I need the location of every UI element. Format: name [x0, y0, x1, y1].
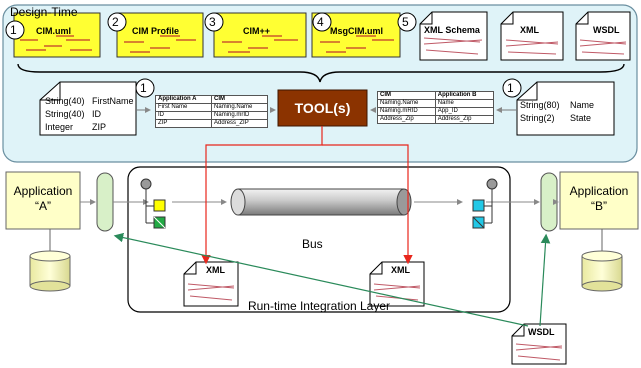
table-row: ZIP Address_ZIP: [154, 119, 268, 128]
runtime-xml-right-label: XML: [391, 265, 410, 275]
database-a: [29, 250, 71, 292]
adapter-left: [96, 172, 114, 232]
database-b: [581, 250, 623, 292]
doc-label-xml: XML: [520, 25, 539, 35]
doc-xml-schema: [419, 11, 488, 61]
doc-wsdl: [575, 11, 631, 61]
left-note-type-3: Integer: [45, 122, 74, 132]
step-4-number: 4: [317, 15, 324, 29]
step-5-number: 5: [402, 15, 409, 29]
mapping-table-a: Application A CIM First Name Naming.Name…: [154, 95, 268, 128]
step-1-badge: [5, 20, 25, 40]
step-3-number: 3: [209, 15, 216, 29]
runtime-wsdl-label: WSDL: [528, 327, 555, 337]
endpoint-left: [140, 178, 166, 229]
left-note-name-1: FirstName: [92, 96, 134, 106]
step-2-number: 2: [112, 15, 119, 29]
left-note-type-2: String(40): [45, 109, 85, 119]
table-cell: Name: [434, 99, 495, 108]
step-4-badge: [312, 12, 332, 32]
table-cell: Address_ZIP: [211, 119, 268, 128]
table-cell: Naming.mrID: [211, 111, 268, 120]
left-note-name-3: ZIP: [92, 122, 107, 132]
mapping-table-a-header: Application A CIM: [154, 95, 268, 104]
doc-xml: [500, 11, 564, 61]
table-row: First Name Naming.Name: [154, 103, 268, 112]
model-label-cim-profile: CIM Profile: [132, 26, 180, 36]
right-note-type-1: String(80): [520, 100, 560, 110]
tool-label: TOOL(s): [294, 100, 351, 116]
right-note-badge: [502, 78, 522, 98]
grouping-brace: [17, 63, 625, 83]
step-5-badge: [397, 12, 417, 32]
table-cell: Address_Zip: [377, 115, 436, 124]
table-row: Address_Zip Address_Zip: [377, 115, 495, 124]
left-note-doc: [39, 81, 137, 136]
endpoint-right: [472, 178, 498, 229]
runtime-wsdl-doc: [511, 323, 567, 365]
right-note-name-2: State: [570, 113, 592, 123]
app-a-label-line2: “A”: [35, 199, 51, 213]
right-note-number: 1: [507, 81, 514, 95]
green-arrow-to-adapter-left: [113, 232, 529, 327]
left-note-type-1: String(40): [45, 96, 85, 106]
bus-label: Bus: [302, 237, 323, 251]
model-box-cim-profile: [116, 12, 204, 58]
table-header: CIM: [211, 95, 268, 104]
step-2-badge: [107, 12, 127, 32]
model-label-cim-uml: CIM.uml: [36, 26, 71, 36]
table-cell: App_ID: [434, 107, 495, 116]
step-1-number: 1: [10, 23, 17, 37]
table-row: Naming.mRID App_ID: [377, 107, 495, 116]
model-box-cim-uml: [13, 12, 101, 58]
red-arrow-left: [201, 126, 323, 265]
red-arrow-right: [322, 144, 413, 265]
doc-label-wsdl: WSDL: [593, 25, 620, 35]
table-row: ID Naming.mrID: [154, 111, 268, 120]
table-row: Naming.Name Name: [377, 99, 495, 108]
table-cell: First Name: [154, 103, 213, 112]
bus-pipe: [230, 188, 412, 216]
mapping-table-b-header: CIM Application B: [377, 91, 495, 100]
right-note-type-2: String(2): [520, 113, 555, 123]
table-header: CIM: [377, 91, 436, 100]
model-box-cim-plus-plus: [213, 12, 307, 58]
model-label-cim-plus-plus: CIM++: [243, 26, 271, 36]
app-b-label-line2: “B”: [591, 199, 607, 213]
right-note-doc: [516, 81, 615, 136]
adapter-right: [540, 172, 558, 232]
right-note-name-1: Name: [570, 100, 595, 110]
runtime-xml-left-label: XML: [206, 265, 225, 275]
table-cell: Naming.Name: [377, 99, 436, 108]
runtime-xml-doc-left: [183, 261, 239, 307]
tool-box: [277, 89, 368, 127]
design-time-title: Design-Time: [10, 5, 78, 19]
table-cell: ZIP: [154, 119, 213, 128]
left-note-number: 1: [140, 81, 147, 95]
green-arrow-to-adapter-right: [539, 233, 551, 327]
app-b-box: [559, 171, 639, 230]
table-cell: Naming.Name: [211, 103, 268, 112]
left-note-name-2: ID: [92, 109, 101, 119]
table-cell: Naming.mRID: [377, 107, 436, 116]
table-header: Application A: [154, 95, 213, 104]
doc-label-xml-schema: XML Schema: [424, 25, 480, 35]
step-3-badge: [204, 12, 224, 32]
app-a-box: [5, 171, 81, 230]
table-cell: Address_Zip: [434, 115, 495, 124]
runtime-layer-label: Run-time Integration Layer: [247, 299, 391, 313]
app-a-label-line1: Application: [13, 184, 73, 198]
mapping-table-b: CIM Application B Naming.Name Name Namin…: [377, 91, 495, 124]
table-header: Application B: [434, 91, 495, 100]
table-cell: ID: [154, 111, 213, 120]
app-b-label-line1: Application: [569, 184, 629, 198]
model-label-msgcim-uml: MsgCIM.uml: [330, 26, 383, 36]
